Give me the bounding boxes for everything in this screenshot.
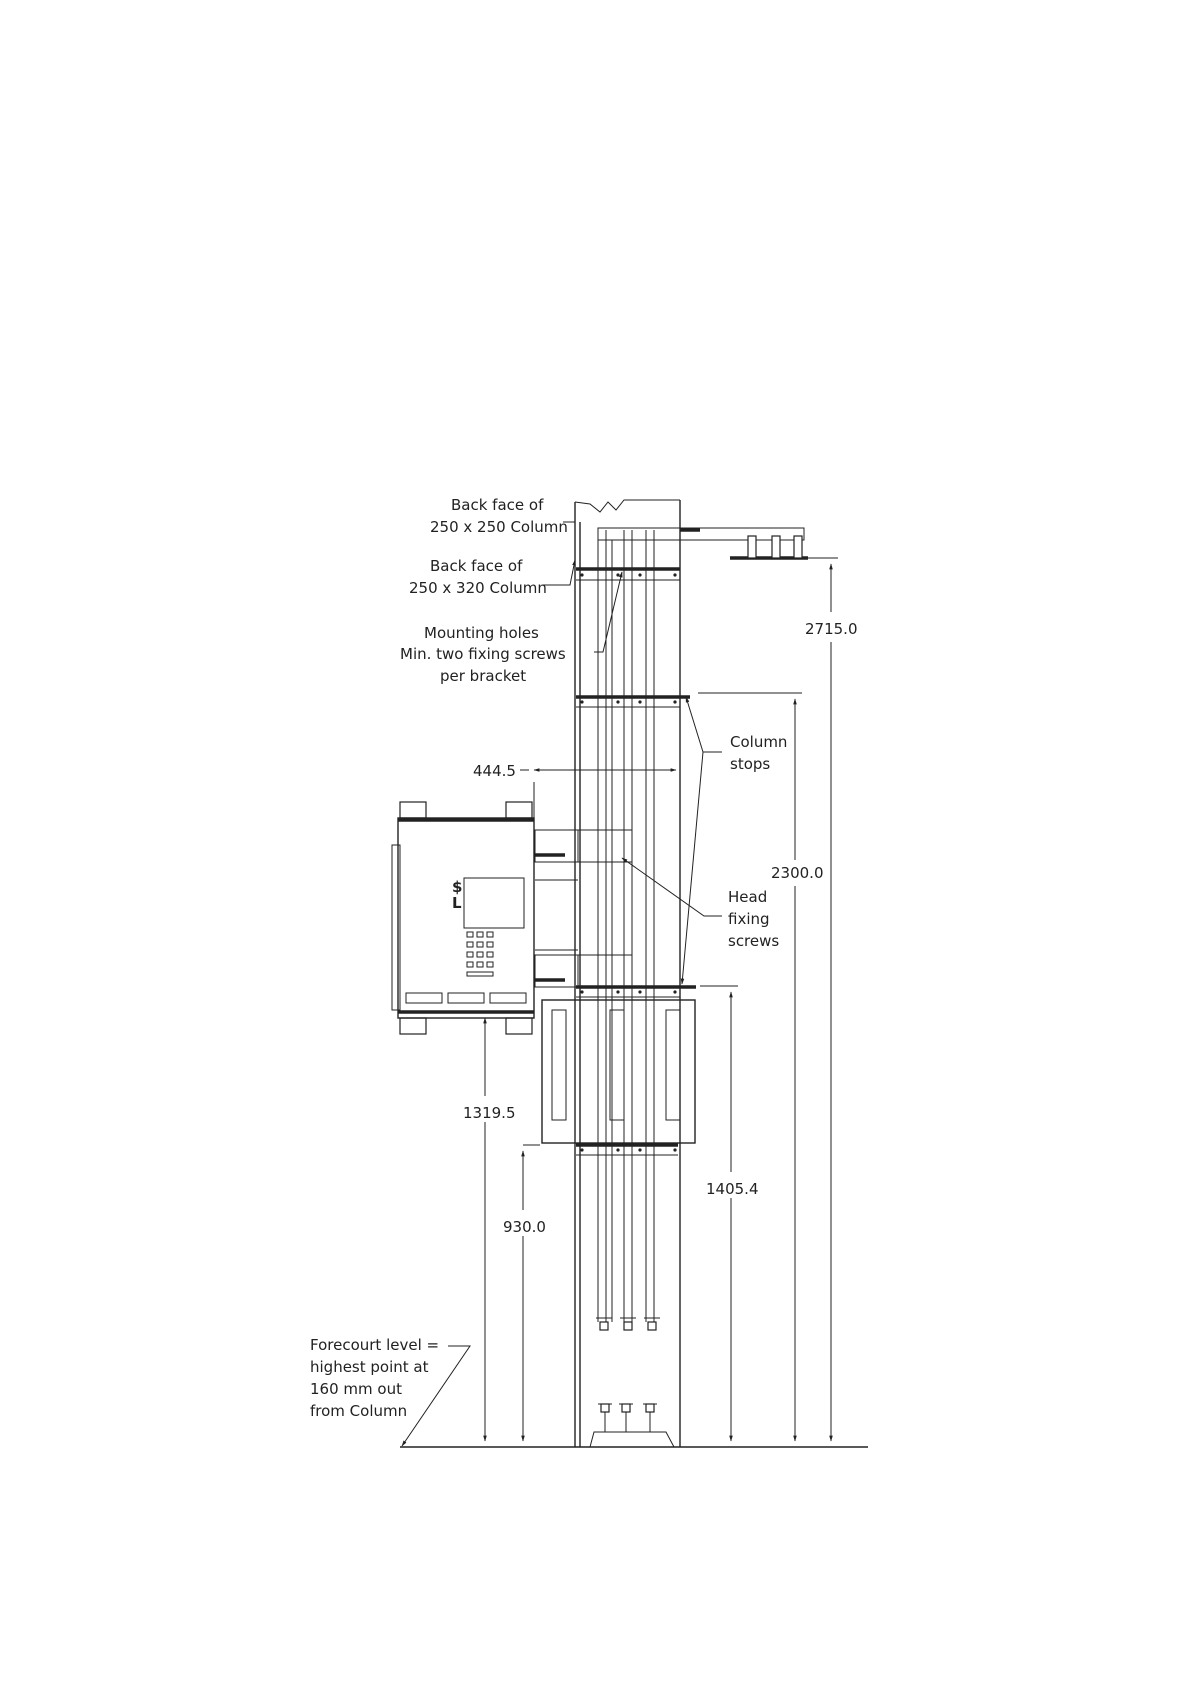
label-mounting-line1: Mounting holes <box>424 624 539 642</box>
dimension-value-930: 930.0 <box>503 1218 546 1236</box>
dimension-2300 <box>698 693 802 1441</box>
label-forecourt-line1: Forecourt level = <box>310 1336 439 1354</box>
dispenser-head: $ L <box>392 802 534 1034</box>
dimension-value-2715: 2715.0 <box>805 620 858 638</box>
dispenser-display <box>464 878 524 928</box>
dimension-value-2300: 2300.0 <box>771 864 824 882</box>
label-forecourt-line4: from Column <box>310 1402 407 1420</box>
label-back-face-250-line1: Back face of <box>451 496 544 514</box>
label-column-stops-line1: Column <box>730 733 787 751</box>
label-head-fixing-line3: screws <box>728 932 779 950</box>
bracket-bottom <box>576 1145 678 1155</box>
dimension-2715 <box>770 558 838 1441</box>
nozzle-holders <box>748 536 802 558</box>
bracket-top <box>576 569 680 580</box>
overhead-frame <box>598 528 808 1322</box>
dimension-930 <box>523 1145 540 1441</box>
label-mounting-line2: Min. two fixing screws <box>400 645 566 663</box>
labels: Back face of 250 x 250 Column Back face … <box>310 496 787 1420</box>
dimension-value-1405: 1405.4 <box>706 1180 759 1198</box>
label-head-fixing-line1: Head <box>728 888 767 906</box>
bracket-column-stop-upper <box>576 697 690 707</box>
hose-cabinet <box>542 1000 695 1143</box>
label-column-stops-line2: stops <box>730 755 770 773</box>
label-back-face-320-line2: 250 x 320 Column <box>409 579 547 597</box>
column-break-line <box>575 500 680 512</box>
label-head-fixing-line2: fixing <box>728 910 770 928</box>
label-forecourt-line3: 160 mm out <box>310 1380 402 1398</box>
base-fittings <box>590 1404 674 1447</box>
dimension-value-1319: 1319.5 <box>463 1104 516 1122</box>
dimension-value-444: 444.5 <box>473 762 516 780</box>
head-mounting-plates <box>535 830 632 987</box>
column <box>575 500 680 1447</box>
keypad <box>467 932 493 976</box>
label-forecourt-line2: highest point at <box>310 1358 429 1376</box>
label-mounting-line3: per bracket <box>440 667 526 685</box>
dimension-1405 <box>700 986 738 1441</box>
label-back-face-250-line2: 250 x 250 Column <box>430 518 568 536</box>
bracket-column-stop-lower <box>576 987 696 997</box>
dispenser-unit-label: L <box>452 894 462 912</box>
label-back-face-320-line1: Back face of <box>430 557 523 575</box>
